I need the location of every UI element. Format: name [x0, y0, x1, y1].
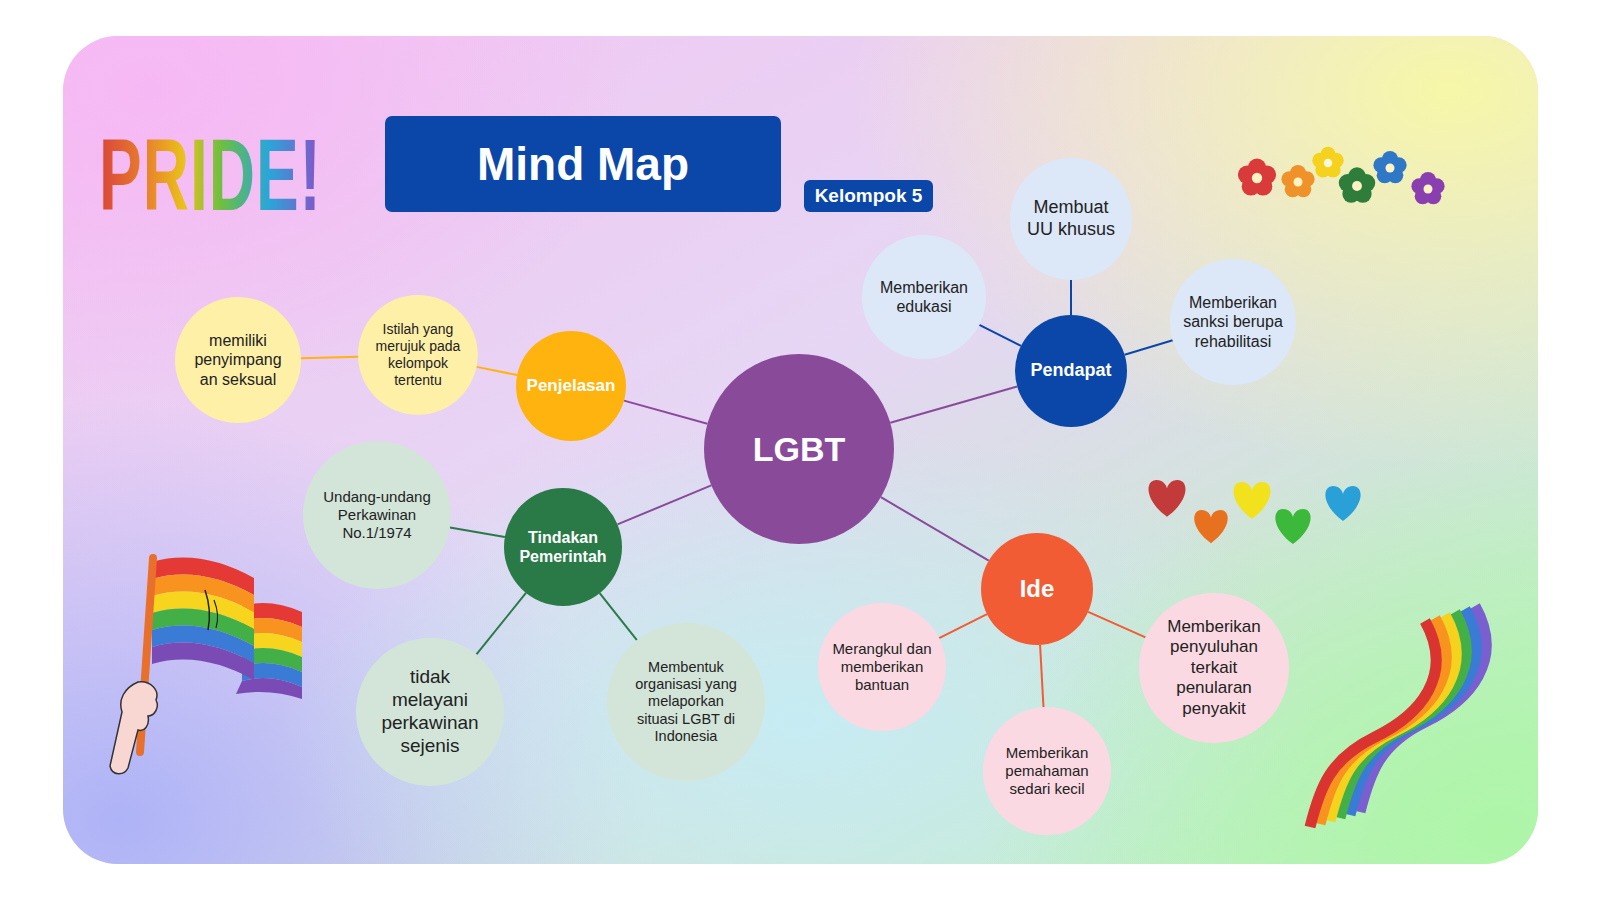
heart [1234, 482, 1271, 519]
circle-shape [862, 235, 986, 359]
card-ground [63, 36, 1538, 864]
sub-topic: Undang-undang Perkawinan No.1/1974 [303, 441, 451, 589]
branch-connector [301, 357, 358, 359]
heart [1149, 480, 1186, 517]
branch-topic: Ide [981, 533, 1093, 645]
glow [850, 36, 1538, 470]
circle-fill [516, 331, 626, 441]
branch-connector [624, 401, 707, 424]
circle-fill [983, 707, 1111, 835]
branch-topic: Pendapat [1015, 315, 1127, 427]
node-text: Memberikan edukasi [872, 278, 977, 316]
sub-topic: Membuat UU khusus [1010, 158, 1132, 280]
circle-fill [607, 623, 765, 781]
branch-connector [600, 593, 637, 640]
node-text: Memberikan penyuluhan terkait penularan … [1159, 617, 1269, 719]
node-text: Penjelasan [521, 376, 621, 396]
hearts [1149, 480, 1361, 544]
node-text: Ide [992, 575, 1082, 604]
circle-fill [175, 297, 301, 423]
heart [1194, 510, 1227, 543]
branch-connector [939, 614, 987, 638]
central-topic: LGBT [704, 354, 894, 544]
node-text: Merangkul dan memberikan bantuan [832, 640, 932, 694]
sub-topic: Memberikan penyuluhan terkait penularan … [1139, 593, 1289, 743]
sub-topic: Istilah yang merujuk pada kelompok terte… [358, 295, 478, 415]
node-text: Undang-undang Perkawinan No.1/1974 [315, 488, 440, 542]
node-text: LGBT [714, 429, 884, 470]
circle-fill [358, 295, 478, 415]
sub-topic: Memberikan sanksi berupa rehabilitasi [1170, 259, 1296, 385]
flowers [1238, 147, 1445, 204]
flower [1411, 172, 1444, 204]
circle-fill [1015, 315, 1127, 427]
node-text: tidak melayani perkawinan sejenis [375, 666, 485, 757]
sub-topic: tidak melayani perkawinan sejenis [356, 638, 504, 786]
circle-fill [1170, 259, 1296, 385]
sub-topic: memiliki penyimpang an seksual [175, 297, 301, 423]
pride-flag [110, 558, 302, 774]
circle-fill [1010, 158, 1132, 280]
branch-connector [979, 325, 1021, 346]
heart [1275, 509, 1310, 544]
circle-fill [862, 235, 986, 359]
circle-fill [356, 638, 504, 786]
circle-fill [981, 533, 1093, 645]
circle-fill [1139, 593, 1289, 743]
title: Mind Map [477, 137, 689, 191]
big-flag [152, 558, 254, 680]
branch-connector [450, 528, 505, 537]
flower [1373, 151, 1406, 183]
heart [1325, 486, 1360, 521]
branch-connector [476, 593, 526, 654]
node-text: Tindakan Pemerintah [513, 528, 613, 566]
flower [1281, 165, 1314, 197]
node-text: Memberikan sanksi berupa rehabilitasi [1183, 293, 1283, 351]
branch-connector [617, 485, 711, 524]
flower [1339, 167, 1376, 203]
node-text: Membentuk organisasi yang melaporkan sit… [627, 659, 745, 746]
branch-connector [890, 386, 1017, 422]
sub-topic: Memberikan edukasi [862, 235, 986, 359]
sub-topic: Merangkul dan memberikan bantuan [818, 603, 946, 731]
circle-fill [303, 441, 451, 589]
node-text: Membuat UU khusus [1024, 197, 1119, 240]
node-text: Memberikan pemahaman sedari kecil [997, 744, 1097, 798]
branch-connector [1040, 645, 1043, 707]
branch-topic: Penjelasan [516, 331, 626, 441]
pride-lettering: PRIDE! [99, 124, 322, 226]
branch-connector [881, 497, 989, 560]
node-text: memiliki penyimpang an seksual [188, 331, 288, 389]
flower [1312, 147, 1344, 178]
branch-connector [1088, 612, 1145, 638]
branch-connector [477, 367, 517, 375]
rainbow-wave [1310, 606, 1486, 827]
circle-fill [504, 488, 622, 606]
branch-topic: Tindakan Pemerintah [504, 488, 622, 606]
branch-connector [1070, 280, 1072, 315]
circle-fill [818, 603, 946, 731]
group-badge: Kelompok 5 [804, 180, 933, 212]
branch-connector [1125, 340, 1173, 355]
hand [110, 682, 157, 774]
sub-topic: Membentuk organisasi yang melaporkan sit… [607, 623, 765, 781]
node-text: Istilah yang merujuk pada kelompok terte… [370, 321, 465, 388]
node-text: Pendapat [1021, 360, 1121, 382]
circle-shape [504, 488, 622, 606]
title-box: Mind Map [385, 116, 781, 212]
sub-topic: Memberikan pemahaman sedari kecil [983, 707, 1111, 835]
flower [1238, 158, 1276, 195]
glow [980, 450, 1538, 864]
circle-fill [704, 354, 894, 544]
